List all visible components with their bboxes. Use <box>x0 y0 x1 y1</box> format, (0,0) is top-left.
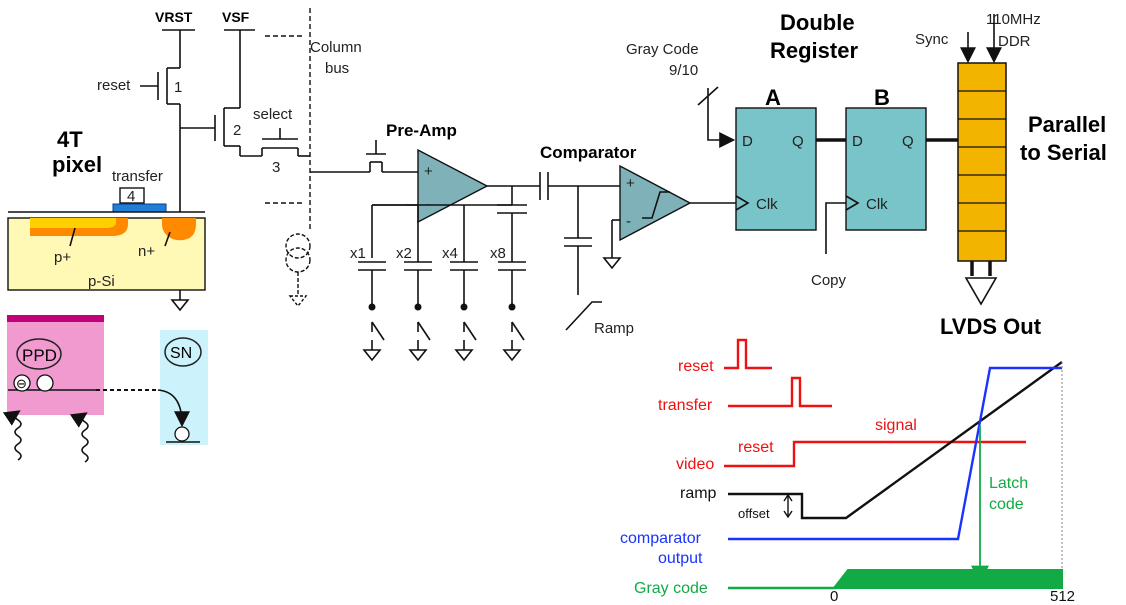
ppd-well <box>7 315 104 415</box>
register-b-clk: Clk <box>866 196 888 213</box>
register-a-label: A <box>765 85 781 110</box>
timing-video-reset-label: reset <box>738 439 774 456</box>
vsf-label: VSF <box>222 9 250 25</box>
vrst-label: VRST <box>155 9 193 25</box>
register-a-clk: Clk <box>756 196 778 213</box>
gain-label-x2: x2 <box>396 245 412 262</box>
column-bus: Column bus <box>265 8 370 308</box>
gray-code-waveform <box>728 569 1063 589</box>
transistor-4-label: 4 <box>127 188 135 205</box>
transfer-gate-label: transfer <box>112 168 163 185</box>
transistor-2-label: 2 <box>233 122 241 139</box>
pixel-title-line2: pixel <box>52 152 102 177</box>
register-b-q: Q <box>902 133 914 150</box>
transfer-gate-poly <box>112 203 167 213</box>
ppd-label: PPD <box>22 346 57 365</box>
reset-pulse <box>724 338 772 370</box>
gain-cap-x8: x8 <box>490 245 526 362</box>
comparator-minus: - <box>626 213 631 230</box>
lvds-out-label: LVDS Out <box>940 314 1042 339</box>
timing-transfer-label: transfer <box>658 397 713 414</box>
timing-gray-label: Gray code <box>634 580 708 597</box>
ramp-waveform <box>728 361 1063 520</box>
n-plus-diffusion <box>162 218 196 241</box>
serializer-title-line2: to Serial <box>1020 140 1107 165</box>
copy-label: Copy <box>811 272 847 289</box>
ppd-electron: ⊖ <box>16 376 27 391</box>
gray-tick-0: 0 <box>830 588 838 605</box>
sn-label: SN <box>170 345 192 362</box>
serializer-title-line1: Parallel <box>1028 112 1106 137</box>
select-gate-label: select <box>253 106 293 123</box>
latch-code-label-2: code <box>989 496 1024 513</box>
n-plus-label: n+ <box>138 243 155 260</box>
p-si-label: p-Si <box>88 273 115 290</box>
comparator-output-waveform <box>728 366 1062 541</box>
timing-diagram: reset transfer video reset signal ramp o… <box>620 338 1075 605</box>
timing-comp-label-1: comparator <box>620 530 702 547</box>
pixel-circuit: VRST reset 1 VSF 2 select 3 4T <box>2 9 310 463</box>
comparator-triangle <box>619 164 692 242</box>
gain-label-x8: x8 <box>490 245 506 262</box>
transistor-3-label: 3 <box>272 159 280 176</box>
double-register: Double Register Gray Code 9/10 A D Q Clk… <box>626 10 958 289</box>
gain-cap-x1: x1 <box>350 245 386 362</box>
comparator: Comparator Ramp + - <box>539 143 736 337</box>
column-bus-label-1: Column <box>310 39 362 56</box>
timing-signal-label: signal <box>875 417 917 434</box>
register-a-d: D <box>742 133 753 150</box>
preamp-title: Pre-Amp <box>386 121 457 140</box>
gray-code-input-label-2: 9/10 <box>669 62 698 79</box>
gray-tick-512: 512 <box>1050 588 1075 605</box>
offset-label: offset <box>738 506 770 521</box>
register-b-d: D <box>852 133 863 150</box>
gain-label-x4: x4 <box>442 245 458 262</box>
timing-reset-label: reset <box>678 358 714 375</box>
timing-ramp-label: ramp <box>680 485 717 502</box>
comparator-title: Comparator <box>540 143 637 162</box>
pixel-title-line1: 4T <box>57 127 83 152</box>
sync-label: Sync <box>915 31 949 48</box>
shift-register <box>957 62 1007 262</box>
parallel-to-serial: Sync 110MHz DDR Parallel to Serial LVDS … <box>915 11 1107 339</box>
freq-label-2: DDR <box>998 33 1031 50</box>
register-b <box>845 107 927 231</box>
freq-label-1: 110MHz <box>986 11 1041 28</box>
reset-gate-label: reset <box>97 77 131 94</box>
gain-cap-x2: x2 <box>396 205 432 362</box>
transistor-1-label: 1 <box>174 79 182 96</box>
register-title-line1: Double <box>780 10 855 35</box>
gain-cap-x4: x4 <box>442 205 478 362</box>
preamp-plus: + <box>424 163 433 180</box>
p-plus-label: p+ <box>54 249 71 266</box>
ramp-label: Ramp <box>594 320 634 337</box>
register-a-q: Q <box>792 133 804 150</box>
comparator-plus: + <box>626 175 635 192</box>
register-title-line2: Register <box>770 38 858 63</box>
video-waveform <box>724 440 1026 468</box>
transfer-pulse <box>728 376 832 408</box>
latch-code-label-1: Latch <box>989 475 1028 492</box>
column-bus-label-2: bus <box>325 60 349 77</box>
gray-code-input-label-1: Gray Code <box>626 41 699 58</box>
register-a <box>735 107 817 231</box>
timing-comp-label-2: output <box>658 550 703 567</box>
timing-video-label: video <box>676 456 714 473</box>
register-b-label: B <box>874 85 890 110</box>
gain-label-x1: x1 <box>350 245 366 262</box>
preamp-triangle <box>417 148 489 224</box>
